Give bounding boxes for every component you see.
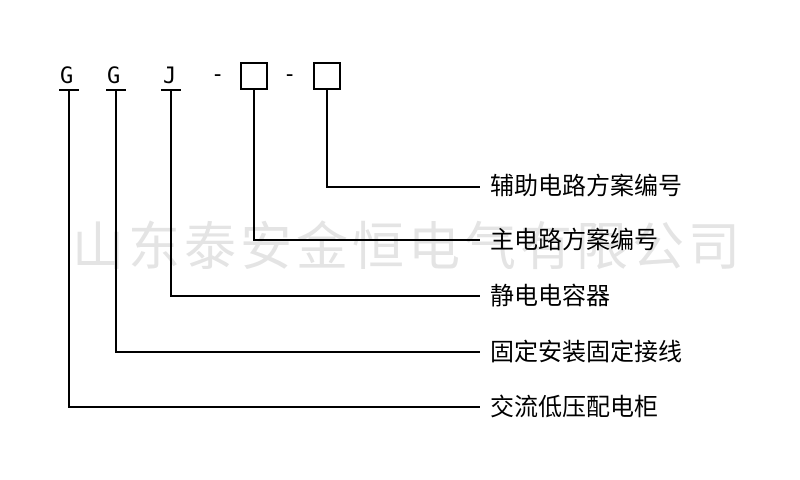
- leader-aux-scheme: [326, 89, 480, 188]
- main-scheme-box: [240, 62, 268, 90]
- aux-scheme-box: [313, 62, 341, 90]
- label-main-scheme: 主电路方案编号: [490, 226, 658, 254]
- leader-static-capacitor: [170, 90, 480, 297]
- code-letter-g2: G: [107, 64, 121, 89]
- leader-ac-lv-cabinet: [68, 90, 480, 408]
- code-letter-j: J: [163, 64, 177, 89]
- label-aux-scheme: 辅助电路方案编号: [490, 172, 682, 200]
- label-static-capacitor: 静电电容器: [490, 282, 610, 310]
- leader-fixed-install: [115, 90, 480, 353]
- code-dash-2: -: [283, 62, 297, 87]
- leader-main-scheme: [253, 89, 480, 241]
- label-ac-lv-cabinet: 交流低压配电柜: [490, 393, 658, 421]
- code-letter-g1: G: [60, 64, 74, 89]
- code-dash-1: -: [211, 62, 225, 87]
- label-fixed-install: 固定安装固定接线: [490, 338, 682, 366]
- company-watermark: 山东泰安金恒电气有限公司: [72, 218, 745, 278]
